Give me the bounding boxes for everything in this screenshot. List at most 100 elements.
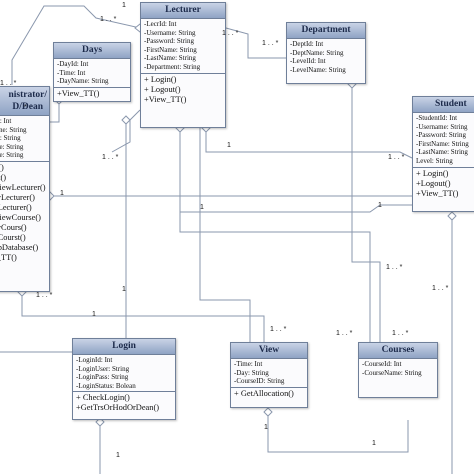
multiplicity-label: 1 . . * <box>392 330 409 337</box>
attribute: -StudentId: Int <box>416 114 458 122</box>
multiplicity-label: 1 . . * <box>36 292 53 299</box>
operation: fyCours() <box>0 222 27 232</box>
class-lecturer[interactable]: Lecturer -LecrId: Int -Username: String … <box>140 2 226 128</box>
assoc-lecturer-courses <box>179 128 371 342</box>
class-department[interactable]: Department -DeptId: Int -DeptName: Strin… <box>286 22 366 84</box>
operation: + Login() <box>144 74 177 84</box>
class-student[interactable]: Student -StudentId: Int -Username: Strin… <box>412 96 474 212</box>
multiplicity-label: 1 <box>264 424 268 431</box>
multiplicity-label: 1 <box>116 452 120 459</box>
class-name: Days <box>54 43 130 59</box>
class-login[interactable]: Login -LoginId: Int -LoginUser: String -… <box>72 338 176 420</box>
operation: +View_TT() <box>416 188 459 198</box>
class-name: Lecturer <box>141 3 225 19</box>
assoc-lecturer-department <box>225 27 286 59</box>
operation: ViewCourse() <box>0 212 41 222</box>
assoc-lecturer-view <box>199 128 251 342</box>
operation: ViewLecturer() <box>0 182 46 192</box>
operation: eLecturer() <box>0 202 32 212</box>
attribute: -CourseID: String <box>234 377 285 386</box>
assoc-days-admin <box>46 100 60 123</box>
attribute: rd: String <box>0 134 21 143</box>
multiplicity-label: 1 . . * <box>262 40 279 47</box>
attribute: -LoginId: Int <box>76 356 113 364</box>
multiplicity-label: 1 <box>92 311 96 318</box>
multiplicity-label: 1 <box>378 202 382 209</box>
multiplicity-label: 1 . . * <box>102 154 119 161</box>
multiplicity-label: 1 . . * <box>336 330 353 337</box>
operation: ut() <box>0 172 7 182</box>
class-view[interactable]: View -Time: Int -Day: String -CourseID: … <box>230 342 308 408</box>
multiplicity-label: 1 . . * <box>0 80 17 87</box>
class-name: nistrator/ D/Dean <box>0 87 49 116</box>
multiplicity-label: 1 . . * <box>270 326 287 333</box>
class-name-line: D/Dean <box>12 102 43 112</box>
attribute: -DeptName: String <box>290 48 344 57</box>
attribute: -Time: Int <box>234 360 263 368</box>
operation: +View_TT() <box>57 88 100 98</box>
class-administrator[interactable]: nistrator/ D/Dean Id: Int ame: String rd… <box>0 86 50 292</box>
attributes-section: -LoginId: Int -LoginUser: String -LoginP… <box>73 355 175 393</box>
attribute: -FirstName: String <box>416 139 469 148</box>
attribute: -LecrId: Int <box>144 20 177 28</box>
class-name: Courses <box>359 343 437 359</box>
multiplicity-label: * <box>24 104 27 111</box>
multiplicity-label: 1 . . * <box>386 264 403 271</box>
class-courses[interactable]: Courses -CourseId: Int -CourseName: Stri… <box>358 342 438 398</box>
attribute: -Day: String <box>234 368 269 377</box>
multiplicity-label: 1 <box>372 440 376 447</box>
attributes-section: -DayId: Int -Time: Int -DayName: String <box>54 59 130 88</box>
attribute: me: String <box>0 151 24 160</box>
attribute: -LoginUser: String <box>76 364 130 373</box>
attribute: -LoginStatus: Bolean <box>76 381 136 390</box>
operation: eCourst() <box>0 232 26 242</box>
attribute: -Username: String <box>416 122 468 131</box>
operation: +GetTrsOrHodOrDean() <box>76 403 160 413</box>
multiplicity-label: 1 . . * <box>100 16 117 23</box>
operation: + GetAllocation() <box>234 388 294 398</box>
operations-section: n() ut() ViewLecturer() fyLecturer() eLe… <box>0 162 49 264</box>
multiplicity-label: 1 <box>60 190 64 197</box>
attributes-section: Id: Int ame: String rd: String me: Strin… <box>0 116 49 162</box>
attribute: -Time: Int <box>57 68 86 77</box>
attribute: -LevelId: Int <box>290 57 326 66</box>
class-name: View <box>231 343 307 359</box>
aggregation-diamond <box>121 115 131 125</box>
assoc-lecturer-admin-top <box>11 5 141 85</box>
attribute: -LevelName: String <box>290 65 346 74</box>
assoc-lecturer-student <box>205 128 413 159</box>
attributes-section: -Time: Int -Day: String -CourseID: Strin… <box>231 359 307 388</box>
attribute: Id: Int <box>0 117 12 125</box>
operation: +Logout() <box>416 178 451 188</box>
assoc-department-courses <box>351 84 381 342</box>
assoc-lecturer-days <box>111 109 141 153</box>
class-name: Department <box>287 23 365 39</box>
operations-section: + CheckLogin() +GetTrsOrHodOrDean() <box>73 392 175 414</box>
attribute: -DeptId: Int <box>290 40 324 48</box>
multiplicity-label: 1 <box>200 204 204 211</box>
operations-section: +View_TT() <box>54 88 130 100</box>
attributes-section: -LecrId: Int -Username: String -Password… <box>141 19 225 74</box>
operation: +View_TT() <box>144 94 187 104</box>
attributes-section: -CourseId: Int -CourseName: String <box>359 359 437 378</box>
assoc-admin-view <box>21 292 265 342</box>
aggregation-diamond <box>263 407 273 417</box>
class-name: Login <box>73 339 175 355</box>
attribute: -Username: String <box>144 28 196 37</box>
attribute: -DayId: Int <box>57 60 89 68</box>
class-name-line: nistrator/ <box>8 90 47 100</box>
multiplicity-label: 1 <box>227 142 231 149</box>
class-days[interactable]: Days -DayId: Int -Time: Int -DayName: St… <box>53 42 131 102</box>
multiplicity-label: 1 . . * <box>432 285 449 292</box>
attribute: -Password: String <box>416 131 466 140</box>
attribute: -Department: String <box>144 62 201 71</box>
operation: + Logout() <box>144 84 181 94</box>
multiplicity-label: 1 . . * <box>388 154 405 161</box>
aggregation-diamond <box>447 211 457 221</box>
operation: n() <box>0 162 4 172</box>
operation: r_TT() <box>0 252 17 262</box>
class-name: Student <box>413 97 474 113</box>
operation: apDatabase() <box>0 242 39 252</box>
attributes-section: -StudentId: Int -Username: String -Passw… <box>413 113 474 168</box>
